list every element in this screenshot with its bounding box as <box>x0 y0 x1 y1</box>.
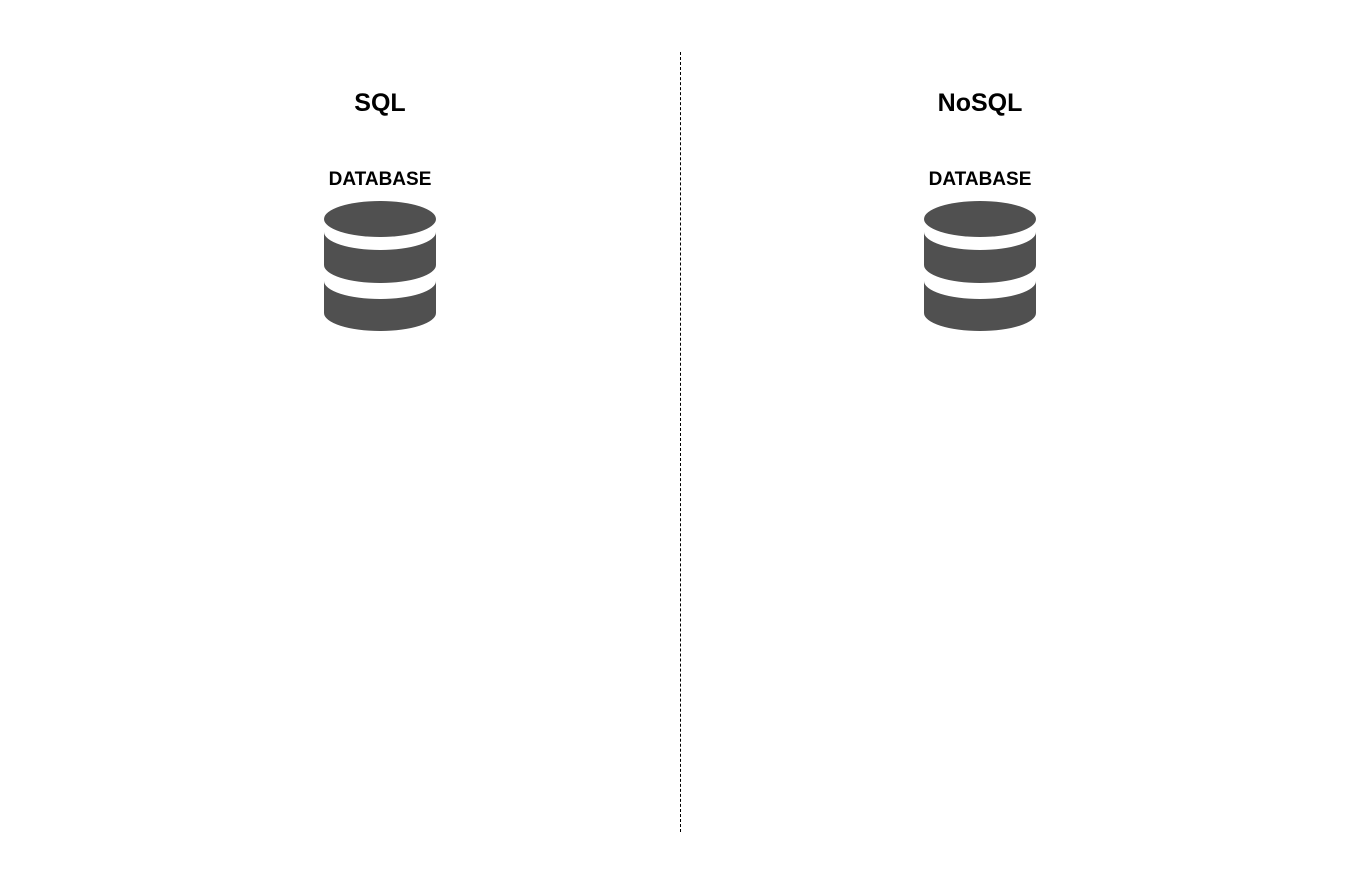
sql-panel: SQL DATABASE <box>260 0 500 883</box>
database-icon <box>324 201 436 331</box>
nosql-database-label: DATABASE <box>928 169 1032 190</box>
sql-database-label: DATABASE <box>328 169 432 190</box>
nosql-title: NoSQL <box>937 89 1023 117</box>
divider-line <box>680 52 681 832</box>
database-icon <box>924 201 1036 331</box>
nosql-panel: NoSQL DATABASE <box>860 0 1100 883</box>
sql-title: SQL <box>354 89 406 117</box>
